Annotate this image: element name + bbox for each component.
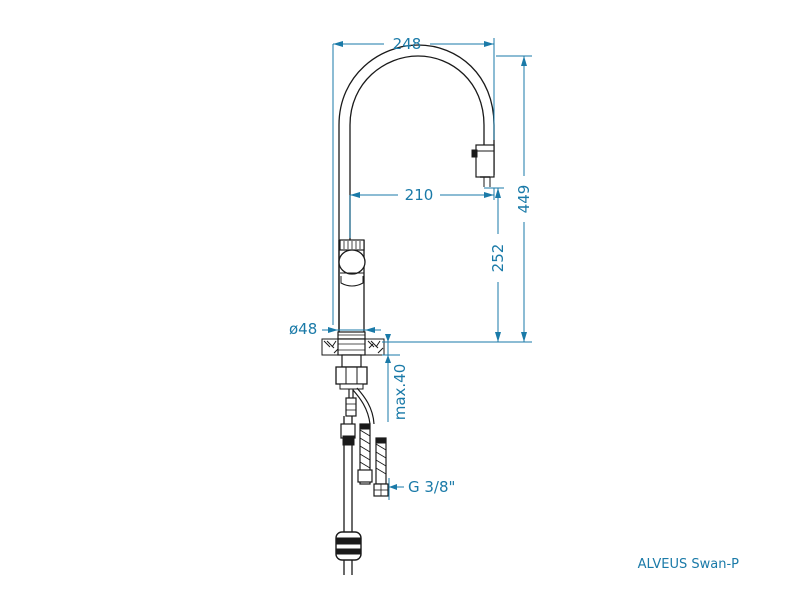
dimension-449: 449	[382, 55, 533, 343]
shank	[341, 354, 362, 368]
dim-label-max40: max.40	[391, 364, 409, 421]
lever-handle	[338, 239, 366, 287]
dim-label-248: 248	[393, 35, 422, 53]
dim-label-252: 252	[489, 244, 507, 273]
dim-label-210: 210	[405, 186, 434, 204]
base-ring	[337, 331, 366, 340]
supply-hoses	[357, 423, 389, 497]
dimension-248: 248	[332, 35, 495, 325]
fixing-nut	[335, 366, 368, 385]
spray-button	[471, 149, 478, 158]
dimension-252: 252	[484, 187, 507, 342]
sink-deck	[321, 338, 385, 356]
dimension-210: 210	[349, 186, 495, 238]
dim-label-diameter: ø48	[289, 320, 317, 338]
product-name: ALVEUS Swan-P	[638, 557, 739, 572]
dim-label-449: 449	[515, 185, 533, 214]
spout-inner	[349, 55, 485, 192]
dimension-thread: G 3/8"	[388, 478, 455, 500]
spout-outer	[338, 44, 495, 332]
hose-weight	[335, 531, 362, 561]
dimension-max40: max.40	[382, 334, 409, 422]
spray-head	[475, 144, 495, 178]
dimension-base-diameter: ø48	[289, 320, 381, 338]
faucet-body	[321, 44, 495, 575]
dim-label-thread: G 3/8"	[408, 478, 455, 496]
